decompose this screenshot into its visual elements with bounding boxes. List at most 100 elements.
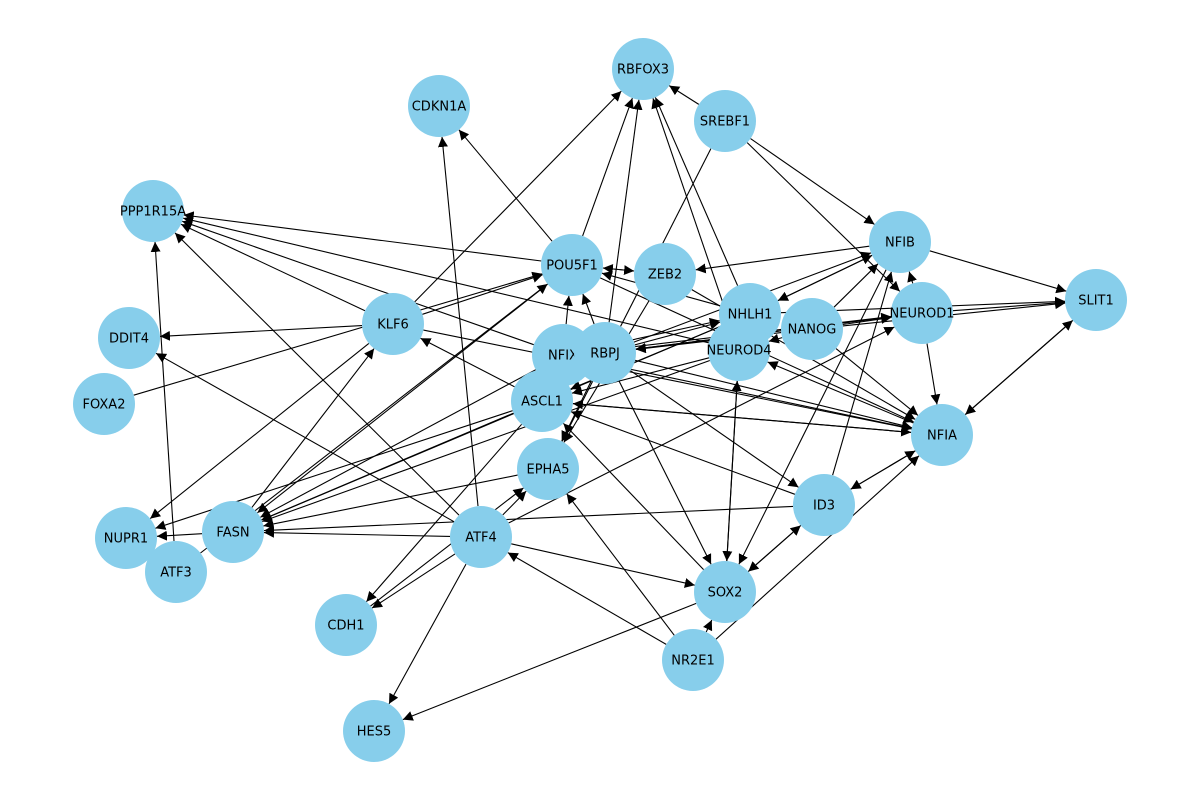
node-circle [122,180,184,242]
edge-ascl1-to-nupr1 [155,410,513,530]
node-label: NEUROD1 [890,307,955,322]
node-circle [145,541,207,603]
edge-rbpj-to-id3 [630,370,799,488]
node-fasn[interactable]: FASN [202,501,264,563]
node-zeb2[interactable]: ZEB2 [634,243,696,305]
edge-neurod4-to-ascl1 [571,357,710,396]
node-neurod4[interactable]: NEUROD4 [707,319,772,381]
edge-fasn-to-nupr1 [156,530,203,541]
edge-nr2e1-to-epha5 [566,493,675,636]
node-atf4[interactable]: ATF4 [450,506,512,568]
edge-neurod1-to-slit1 [952,298,1066,312]
edge-rbpj-to-rbfox3 [608,99,643,323]
node-ddit4[interactable]: DDIT4 [98,307,160,369]
node-foxa2[interactable]: FOXA2 [73,373,135,435]
node-label: ID3 [813,499,835,514]
node-atf3[interactable]: ATF3 [145,541,207,603]
edge-rbpj-to-nfia [634,359,913,431]
edge-pou5f1-to-rbfox3 [582,97,634,237]
node-circle [517,438,579,500]
node-circle [511,370,573,432]
node-rbfox3[interactable]: RBFOX3 [612,38,674,100]
node-label: NHLH1 [728,308,773,323]
edge-nhlh1-to-rbfox3 [654,97,739,286]
node-srebf1[interactable]: SREBF1 [694,90,756,152]
node-label: ASCL1 [521,395,563,410]
node-label: ZEB2 [648,268,682,283]
node-circle [343,700,405,762]
node-epha5[interactable]: EPHA5 [517,438,579,500]
edge-nhlh1-to-nfib [777,254,873,302]
edge-atf4-to-fasn [263,527,451,538]
node-circle [694,561,756,623]
node-circle [793,474,855,536]
edge-klf6-to-ppp1r15a [180,223,366,312]
edge-nr2e1-to-sox2 [703,619,713,633]
edge-atf4-to-neurod1 [508,326,895,524]
node-circle [450,506,512,568]
edge-atf3-to-ppp1r15a [150,241,175,542]
edge-nfix-to-pou5f1 [562,295,573,325]
node-circle [869,211,931,273]
edge-neurod4-to-ppp1r15a [183,215,709,344]
node-sox2[interactable]: SOX2 [694,561,756,623]
edge-nfia-to-neurod4 [767,361,914,424]
node-circle [541,234,603,296]
node-pou5f1[interactable]: POU5F1 [541,234,603,296]
node-label: NFIX [548,349,578,364]
node-neurod1[interactable]: NEUROD1 [890,282,955,344]
edge-rbpj-to-pou5f1 [581,293,595,325]
node-label: RBFOX3 [617,63,669,78]
edge-fasn-to-klf6 [251,348,375,508]
node-cdkn1a[interactable]: CDKN1A [408,75,470,137]
edge-nfib-to-sox2 [738,269,887,565]
node-rbpj[interactable]: RBPJ [574,322,636,384]
edge-id3-to-nfib [832,271,894,476]
edge-rbpj-to-nhlh1 [634,319,721,346]
edge-atf4-to-sox2 [511,543,695,588]
edge-sox2-to-hes5 [402,602,697,721]
edge-cdh1-to-epha5 [370,487,524,607]
node-ascl1[interactable]: ASCL1 [511,370,573,432]
node-nupr1[interactable]: NUPR1 [95,507,157,569]
edge-id3-to-nfia [850,450,916,490]
node-circle [408,75,470,137]
node-circle [662,629,724,691]
node-nr2e1[interactable]: NR2E1 [662,629,724,691]
edge-atf4-to-hes5 [388,563,467,705]
node-circle [612,38,674,100]
node-klf6[interactable]: KLF6 [362,293,424,355]
node-label: DDIT4 [109,332,149,347]
node-label: SOX2 [708,586,743,601]
node-circle [708,319,770,381]
node-label: FASN [216,526,249,541]
edge-nfia-to-ascl1 [572,399,912,433]
node-ppp1r15a[interactable]: PPP1R15A [120,180,186,242]
edge-sox2-to-neurod4 [726,380,742,562]
node-id3[interactable]: ID3 [793,474,855,536]
edge-klf6-to-nfia [423,329,912,432]
edge-klf6-to-pou5f1 [422,273,543,315]
node-nanog[interactable]: NANOG [781,298,843,360]
node-label: NUPR1 [104,532,148,547]
node-nfib[interactable]: NFIB [869,211,931,273]
edge-neurod1-to-nfib [907,271,917,284]
edge-nfib-to-zeb2 [695,245,870,274]
edge-nanog-to-nfia [835,348,919,416]
edge-id3-to-ascl1 [570,410,796,495]
edge-neurod4-to-fasn [262,359,710,523]
node-hes5[interactable]: HES5 [343,700,405,762]
edge-nanog-to-neurod4 [768,333,783,344]
node-slit1[interactable]: SLIT1 [1065,269,1127,331]
node-nfia[interactable]: NFIA [911,404,973,466]
edge-nanog-to-nfib [833,263,879,308]
node-label: PPP1R15A [120,205,186,220]
node-circle [98,307,160,369]
node-label: RBPJ [590,347,620,362]
edge-srebf1-to-nfib [750,138,875,225]
edge-srebf1-to-rbfox3 [668,85,700,105]
node-label: POU5F1 [546,259,598,274]
node-label: HES5 [357,725,392,740]
node-circle [694,90,756,152]
node-cdh1[interactable]: CDH1 [315,594,377,656]
